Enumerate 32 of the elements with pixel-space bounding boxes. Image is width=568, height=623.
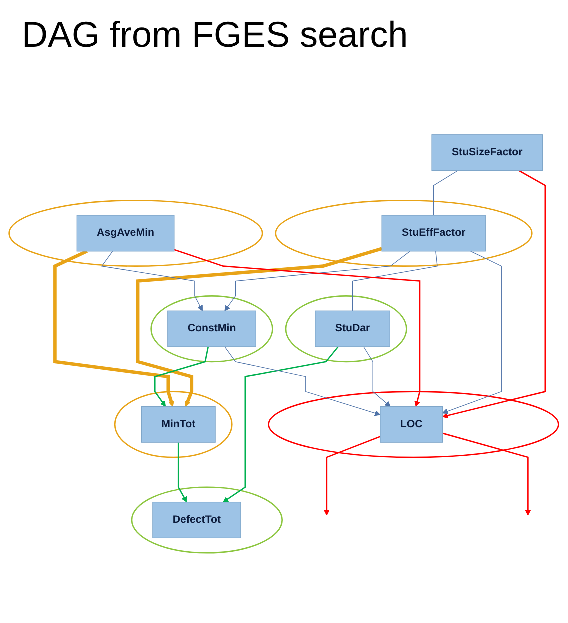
ellipse-outline bbox=[285, 296, 408, 363]
variable-box: StuSizeFactor bbox=[432, 134, 544, 172]
connector-line bbox=[352, 251, 438, 312]
arrow bbox=[178, 442, 188, 503]
arrow bbox=[442, 432, 532, 516]
arrow bbox=[223, 346, 339, 503]
arrow bbox=[174, 249, 421, 407]
arrow bbox=[154, 346, 210, 407]
arrow bbox=[364, 346, 391, 407]
ellipse-outline bbox=[131, 486, 284, 554]
connector-line bbox=[434, 170, 458, 216]
arrow bbox=[324, 436, 381, 516]
title: DAG from FGES search bbox=[22, 14, 408, 56]
arrow bbox=[442, 251, 502, 414]
ellipse-outline bbox=[268, 391, 560, 458]
arrow bbox=[224, 346, 381, 416]
variable-box: StuEffFactor bbox=[382, 215, 486, 252]
arrow bbox=[442, 170, 546, 419]
arrow bbox=[136, 247, 383, 407]
variable-box: StuDar bbox=[315, 310, 390, 348]
arrow bbox=[101, 251, 203, 312]
variable-box: MinTot bbox=[141, 406, 216, 443]
variable-box: ConstMin bbox=[168, 310, 256, 348]
arrow bbox=[54, 250, 174, 407]
ellipse-outline bbox=[8, 200, 264, 267]
variable-box: LOC bbox=[380, 406, 444, 443]
variable-box: DefectTot bbox=[152, 502, 242, 538]
variable-box: AsgAveMin bbox=[76, 215, 175, 252]
ellipse-outline bbox=[114, 391, 233, 458]
ellipse-outline bbox=[150, 296, 274, 363]
arrow bbox=[224, 251, 411, 312]
ellipse-outline bbox=[275, 200, 533, 267]
